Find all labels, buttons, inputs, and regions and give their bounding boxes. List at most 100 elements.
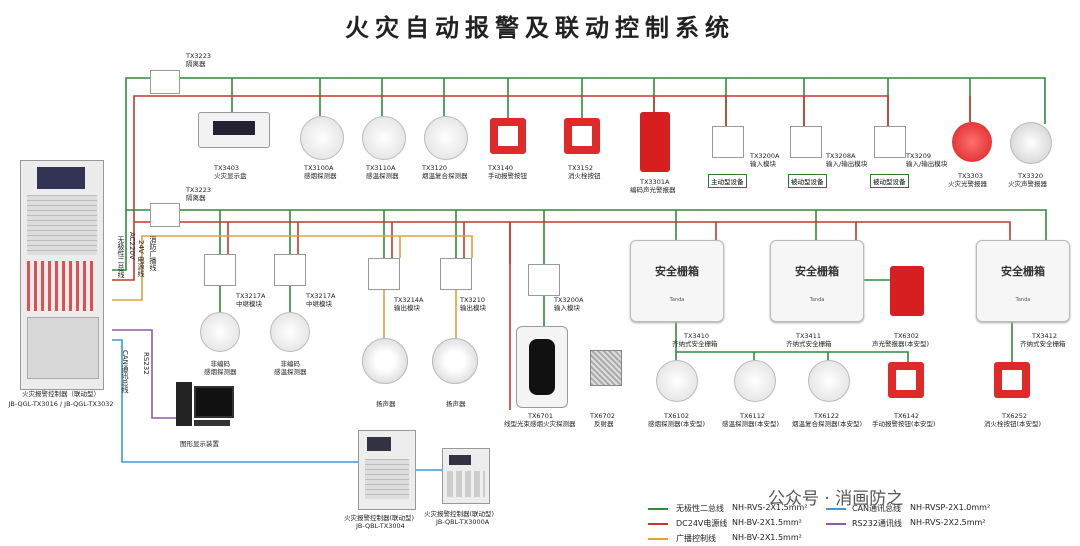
top-name: 消火栓按钮	[568, 172, 601, 180]
cabinet-name: 齐纳式安全栅箱	[1020, 340, 1066, 348]
mid-name: 输出模块	[460, 304, 486, 312]
safety-barrier-cabinet: 安全栅箱 Tanda	[770, 240, 864, 322]
cabinet-title: 安全栅箱	[795, 265, 839, 278]
label-broadcast: 消防广播线	[149, 236, 157, 271]
mid-name: 输出模块	[394, 304, 420, 312]
top-name: 烟温复合探测器	[422, 172, 468, 180]
low-name: 非编码 感温探测器	[274, 360, 307, 376]
input-module-icon	[712, 126, 744, 158]
main-controller-name: 火灾报警控制器（联动型）	[22, 390, 100, 398]
mid-name: 中继模块	[236, 300, 262, 308]
ex-name: 消火栓按钮(本安型)	[984, 420, 1042, 428]
ex-code: TX6122	[814, 412, 839, 420]
legend-swatch-power	[648, 523, 668, 525]
low-name: 非编码 感烟探测器	[204, 360, 237, 376]
top-name: 输入/输出模块	[906, 160, 948, 168]
rs232-line	[112, 329, 176, 419]
top-code: TX3200A	[750, 152, 780, 160]
cabinet-logo: Tanda	[809, 297, 825, 303]
ex-name: 烟温复合探测器(本安型)	[792, 420, 863, 428]
cabinet-title: 安全栅箱	[1001, 265, 1045, 278]
top-code: TX3301A	[640, 178, 670, 186]
sub-controller-name: 火灾报警控制器(联动型)	[424, 510, 495, 518]
broadcast-line	[112, 235, 473, 301]
bus-line-top	[112, 77, 1046, 271]
power-line-top	[112, 95, 889, 281]
ex-manual-call-point-icon	[888, 362, 924, 398]
ex-name: 感温探测器(本安型)	[722, 420, 780, 428]
sub-controller-name: 火灾报警控制器(联动型)	[344, 514, 415, 522]
watermark: 公众号 · 消画防之	[768, 489, 904, 509]
heat-detector-icon	[362, 116, 406, 160]
safety-barrier-cabinet: 安全栅箱 Tanda	[976, 240, 1070, 322]
safety-barrier-cabinet: 安全栅箱 Tanda	[630, 240, 724, 322]
beam-detector-icon	[516, 326, 568, 408]
top-code: TX3110A	[366, 164, 396, 172]
low-name: 反射器	[594, 420, 614, 428]
display-panel-icon	[198, 112, 270, 148]
cabinet-to-ex	[676, 351, 909, 362]
ex-code: TX6302	[894, 332, 919, 340]
top-name: 编码声光警报器	[630, 186, 676, 194]
top-name: 感温探测器	[366, 172, 399, 180]
cabinet-logo: Tanda	[1015, 297, 1031, 303]
power-link-cab	[716, 221, 857, 240]
top-code: TX3209	[906, 152, 931, 160]
sub-controller-icon	[442, 448, 490, 504]
cabinet-logo: Tanda	[669, 297, 685, 303]
io-module-icon	[790, 126, 822, 158]
top-code: TX3403	[214, 164, 239, 172]
mid-name: 输入模块	[554, 304, 580, 312]
mid-code: TX3200A	[554, 296, 584, 304]
top-name: 感烟探测器	[304, 172, 337, 180]
passive-equipment-box: 被动型设备	[870, 174, 909, 188]
legend-label: DC24V电源线	[676, 519, 728, 528]
label-24v: 24V 电源线	[137, 240, 145, 277]
ex-code: TX6142	[894, 412, 919, 420]
low-name: 线型光束感烟火灾探测器	[504, 420, 576, 428]
isolator-name: 隔离器	[186, 194, 206, 202]
isolator-code: TX3223	[186, 52, 211, 60]
legend-swatch-rs232	[826, 523, 846, 525]
cabinet-title: 安全栅箱	[655, 265, 699, 278]
ex-name: 感烟探测器(本安型)	[648, 420, 706, 428]
label-bus: 无极性二总线	[117, 236, 125, 278]
ex-code: TX6252	[1002, 412, 1027, 420]
top-code: TX3208A	[826, 152, 856, 160]
top-code: TX3152	[568, 164, 593, 172]
non-coded-heat-detector-icon	[270, 312, 310, 352]
top-name: 火灾声警报器	[1008, 180, 1047, 188]
legend-label: CAN通讯总线	[852, 504, 902, 513]
top-name: 输入模块	[750, 160, 776, 168]
ex-heat-detector-icon	[734, 360, 776, 402]
mid-name: 中继模块	[306, 300, 332, 308]
output-module-icon	[440, 258, 472, 290]
ex-combo-detector-icon	[808, 360, 850, 402]
ex-hydrant-button-icon	[994, 362, 1030, 398]
diagram-title: 火灾自动报警及联动控制系统	[345, 14, 735, 42]
legend-spec: NH-BV-2X1.5mm²	[732, 518, 802, 527]
sub-controller-model: JB-QBL-TX3000A	[436, 518, 490, 526]
strobe-icon	[952, 122, 992, 162]
label-can: CAN通讯总线	[121, 350, 129, 393]
mid-code: TX3210	[460, 296, 485, 304]
label-ac220v: AC220V	[128, 232, 136, 260]
mid-code: TX3217A	[306, 292, 336, 300]
cabinet-code: TX3411	[796, 332, 821, 340]
relay-module-icon	[274, 254, 306, 286]
relay-module-icon	[204, 254, 236, 286]
can-line	[112, 339, 358, 463]
legend-label: 广播控制线	[676, 534, 716, 543]
power-line-mid	[134, 221, 717, 240]
cabinet-code: TX3412	[1032, 332, 1057, 340]
label-rs232: RS232	[142, 352, 150, 375]
isolator-icon	[150, 70, 180, 94]
mid-code: TX3214A	[394, 296, 424, 304]
speaker-icon	[432, 338, 478, 384]
ex-smoke-detector-icon	[656, 360, 698, 402]
pc-name: 图形显示装置	[180, 440, 219, 448]
active-equipment-box: 主动型设备	[708, 174, 747, 188]
low-code: TX6702	[590, 412, 615, 420]
passive-equipment-box: 被动型设备	[788, 174, 827, 188]
